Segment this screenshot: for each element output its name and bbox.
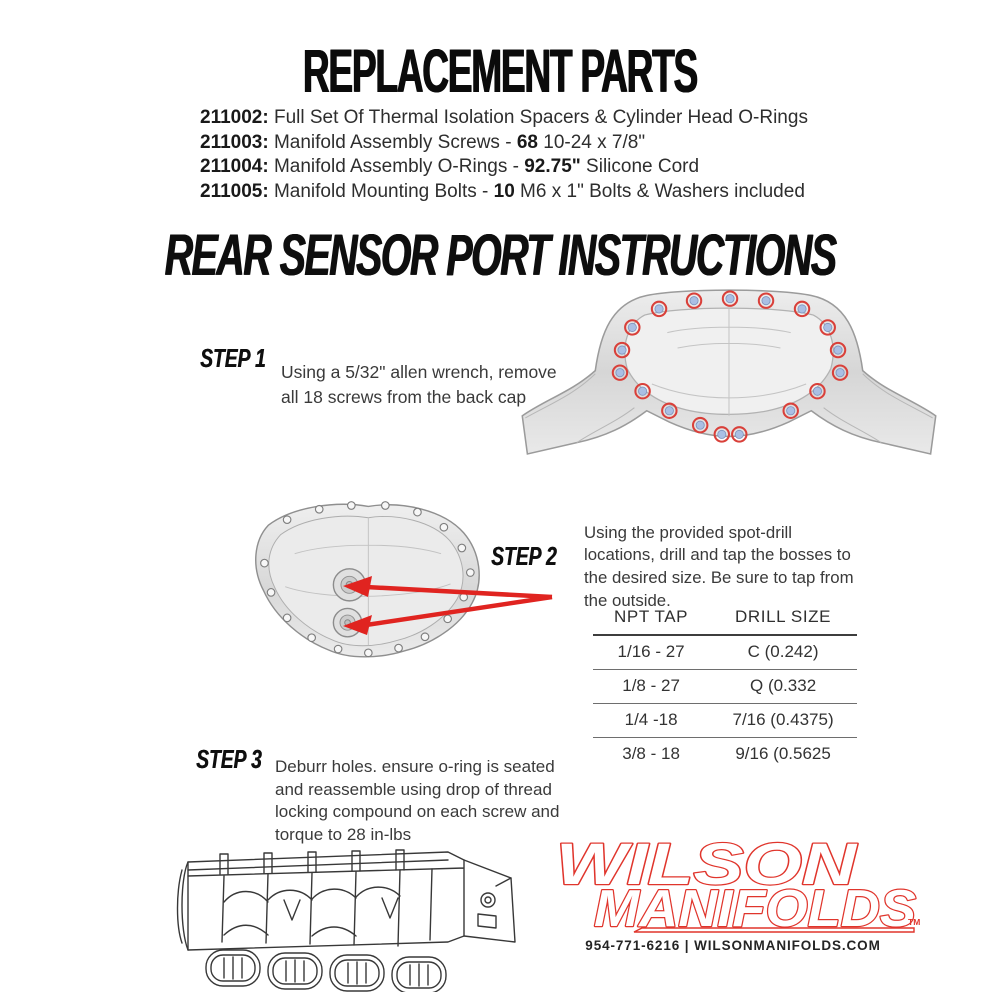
part-qty: 92.75": [524, 156, 581, 178]
parts-list: 211002: Full Set Of Thermal Isolation Sp…: [200, 106, 808, 204]
logo-word-manifolds: MANIFOLDS: [594, 880, 916, 934]
table-header-row: NPT TAP DRILL SIZE: [593, 602, 857, 636]
spot-drill-arrows: [343, 576, 553, 635]
part-item: 211002: Full Set Of Thermal Isolation Sp…: [200, 106, 808, 131]
manifold-rear-diagram: [521, 289, 937, 455]
table-header-drill-size: DRILL SIZE: [709, 602, 857, 636]
table-cell: 9/16 (0.5625: [735, 744, 831, 763]
red-arrow-head: [343, 615, 372, 635]
red-arrow-head: [343, 576, 372, 597]
section-heading: REAR SENSOR PORT INSTRUCTIONS: [164, 221, 837, 288]
part-item: 211003: Manifold Assembly Screws - 68 10…: [200, 131, 808, 156]
table-row: 1/8 - 27 Q (0.332: [593, 669, 857, 704]
part-item: 211004: Manifold Assembly O-Rings - 92.7…: [200, 155, 808, 180]
table-header-npt-tap: NPT TAP: [593, 602, 710, 636]
table-cell: 1/4 -18: [593, 703, 710, 738]
table-cell: 3/8 - 18: [622, 744, 680, 763]
step1-label: STEP 1: [200, 343, 266, 373]
screw-heads: [615, 294, 845, 439]
table-cell: 1/16 - 27: [593, 635, 710, 670]
logo-trademark: TM: [908, 917, 920, 927]
red-arrow-line: [365, 594, 553, 628]
part-desc: Manifold Assembly Screws -: [268, 131, 517, 153]
screw-marker-ring: [611, 290, 849, 443]
part-desc-tail: Silicone Cord: [580, 156, 700, 178]
manifold-wireframe-diagram: [176, 849, 516, 992]
screw-markers: [611, 290, 849, 443]
part-item: 211005: Manifold Mounting Bolts - 10 M6 …: [200, 180, 808, 205]
part-desc-tail: 10-24 x 7/8": [537, 131, 646, 153]
table-cell: Q (0.332: [709, 669, 857, 704]
logo-word-wilson: WILSON: [556, 836, 857, 897]
manifold-rear-body: [521, 289, 937, 455]
table-cell: 7/16 (0.4375): [709, 703, 857, 738]
table-row: 1/4 -18 7/16 (0.4375): [593, 703, 857, 738]
part-number: 211002:: [200, 107, 269, 128]
step1-text: Using a 5/32" allen wrench, remove all 1…: [281, 361, 557, 407]
part-desc: Manifold Mounting Bolts -: [268, 180, 494, 202]
part-number: 211005:: [200, 180, 269, 202]
page-title: REPLACEMENT PARTS: [302, 37, 698, 106]
page-title-wrap: REPLACEMENT PARTS: [0, 37, 1000, 106]
red-arrow-line: [365, 584, 553, 600]
part-desc-tail: M6 x 1" Bolts & Washers included: [514, 180, 805, 202]
table-row: 3/8 - 18 9/16 (0.5625: [593, 738, 857, 772]
step2-text: Using the provided spot-drill locations,…: [584, 522, 854, 610]
part-number: 211003:: [200, 131, 269, 153]
table-cell: 1/8 - 27: [593, 669, 710, 704]
contact-info: 954-771-6216 | WILSONMANIFOLDS.COM: [585, 938, 881, 953]
part-desc: Full Set Of Thermal Isolation Spacers & …: [268, 107, 808, 128]
step2-label: STEP 2: [491, 541, 557, 571]
step3-text: Deburr holes. ensure o-ring is seated an…: [275, 757, 560, 844]
wilson-manifolds-logo: WILSON MANIFOLDS TM: [555, 836, 920, 934]
step3-label: STEP 3: [196, 744, 262, 774]
part-qty: 68: [516, 131, 538, 153]
part-qty: 10: [493, 180, 515, 202]
logo-underline: [633, 927, 915, 933]
part-number: 211004:: [200, 156, 269, 178]
table-row: 1/16 - 27 C (0.242): [593, 635, 857, 670]
part-desc: Manifold Assembly O-Rings -: [268, 156, 525, 178]
table-cell: C (0.242): [709, 635, 857, 670]
section-heading-wrap: REAR SENSOR PORT INSTRUCTIONS: [0, 221, 1000, 288]
npt-drill-table: NPT TAP DRILL SIZE 1/16 - 27 C (0.242) 1…: [593, 602, 857, 771]
